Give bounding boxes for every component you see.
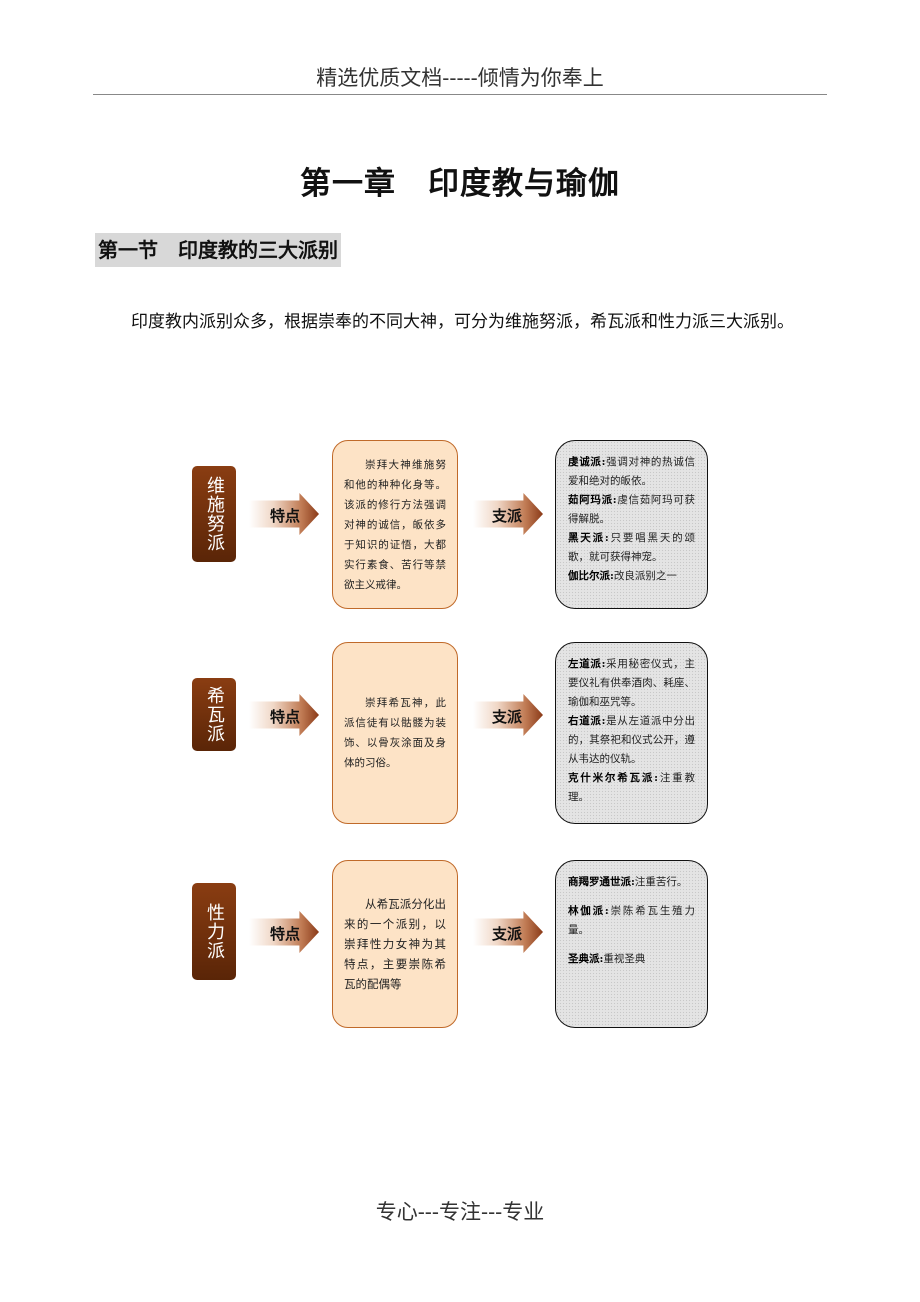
branch-box: 虔诚派:强调对神的热诚信爱和绝对的皈依。 茹阿玛派:虔信茹阿玛可获得解脱。 黑天… (555, 440, 708, 609)
branch-item: 右道派:是从左道派中分出的，其祭祀和仪式公开，遵从韦达的仪轨。 (568, 712, 695, 769)
branch-item: 商羯罗通世派:注重苦行。 (568, 873, 695, 892)
sect-name: 希瓦派 (192, 678, 236, 751)
branch-box: 左道派:采用秘密仪式，主要仪礼有供奉酒肉、耗座、瑜伽和巫咒等。 右道派:是从左道… (555, 642, 708, 824)
branch-desc: 注重苦行。 (634, 876, 688, 888)
branch-item: 虔诚派:强调对神的热诚信爱和绝对的皈依。 (568, 453, 695, 491)
branch-item: 黑天派:只要唱黑天的颂歌，就可获得神宠。 (568, 529, 695, 567)
branch-label: 支派 (492, 708, 523, 726)
branch-desc: 强调对神的热诚信爱和绝对的皈依。 (568, 456, 695, 487)
feature-label: 特点 (270, 708, 301, 726)
branch-name: 虔诚派: (568, 456, 606, 468)
branch-label: 支派 (492, 925, 523, 943)
branch-desc: 采用秘密仪式，主要仪礼有供奉酒肉、耗座、瑜伽和巫咒等。 (568, 658, 695, 708)
branch-item: 圣典派:重视圣典 (568, 950, 695, 969)
branch-desc: 注重教理。 (568, 772, 695, 803)
branch-name: 圣典派: (568, 953, 604, 965)
branch-name: 右道派: (568, 715, 606, 727)
feature-label: 特点 (270, 507, 301, 525)
branch-name: 克什米尔希瓦派: (568, 772, 659, 784)
feature-box: 从希瓦派分化出来的一个派别，以崇拜性力女神为其特点，主要崇陈希瓦的配偶等 (332, 860, 458, 1028)
branch-item: 伽比尔派:改良派别之一 (568, 567, 695, 586)
branch-name: 茹阿玛派: (568, 494, 617, 506)
feature-box: 崇拜希瓦神，此派信徒有以骷髅为装饰、以骨灰涂面及身体的习俗。 (332, 642, 458, 824)
section-title: 第一节 印度教的三大派别 (95, 233, 341, 267)
sect-name: 维施努派 (192, 466, 236, 562)
branch-desc: 是从左道派中分出的，其祭祀和仪式公开，遵从韦达的仪轨。 (568, 715, 695, 765)
branch-desc: 只要唱黑天的颂歌，就可获得神宠。 (568, 532, 695, 563)
branch-desc: 改良派别之一 (613, 570, 677, 582)
intro-paragraph: 印度教内派别众多，根据崇奉的不同大神，可分为维施努派，希瓦派和性力派三大派别。 (131, 312, 794, 332)
page-footer: 专心---专注---专业 (375, 1200, 545, 1224)
chapter-title: 第一章 印度教与瑜伽 (300, 166, 620, 202)
branch-name: 林伽派: (568, 905, 609, 917)
branch-desc: 虔信茹阿玛可获得解脱。 (568, 494, 695, 525)
branch-name: 左道派: (568, 658, 606, 670)
branch-item: 左道派:采用秘密仪式，主要仪礼有供奉酒肉、耗座、瑜伽和巫咒等。 (568, 655, 695, 712)
branch-name: 商羯罗通世派: (568, 876, 635, 888)
feature-box: 崇拜大神维施努和他的种种化身等。该派的修行方法强调对神的诚信，皈依多于知识的证悟… (332, 440, 458, 609)
branch-desc: 重视圣典 (603, 953, 646, 965)
branch-item: 克什米尔希瓦派:注重教理。 (568, 769, 695, 807)
branch-item: 茹阿玛派:虔信茹阿玛可获得解脱。 (568, 491, 695, 529)
branch-item: 林伽派:崇陈希瓦生殖力量。 (568, 902, 695, 940)
branch-desc: 崇陈希瓦生殖力量。 (568, 905, 695, 936)
branch-label: 支派 (492, 507, 523, 525)
branch-box: 商羯罗通世派:注重苦行。 林伽派:崇陈希瓦生殖力量。 圣典派:重视圣典 (555, 860, 708, 1028)
branch-name: 伽比尔派: (568, 570, 614, 582)
feature-label: 特点 (270, 925, 301, 943)
branch-name: 黑天派: (568, 532, 609, 544)
sect-name: 性力派 (192, 883, 236, 980)
page-header: 精选优质文档-----倾情为你奉上 (316, 66, 604, 90)
header-rule (93, 94, 827, 95)
